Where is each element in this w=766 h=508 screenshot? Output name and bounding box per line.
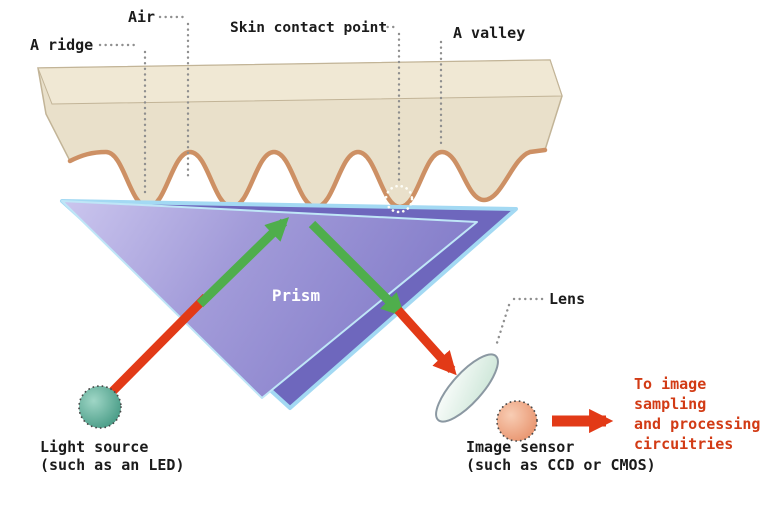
image-sensor-label-line2: (such as CCD or CMOS)	[466, 456, 656, 474]
incident-beam-red	[100, 293, 210, 404]
image-sensor-label-line1: Image sensor	[466, 438, 574, 456]
lens-label: Lens	[549, 290, 585, 308]
exit-beam-red	[394, 306, 457, 376]
prism-front-face	[61, 200, 478, 399]
light-source-label-line2: (such as an LED)	[40, 456, 185, 474]
prism-label: Prism	[272, 286, 321, 305]
image-sensor-dot	[496, 400, 538, 442]
lens-ellipse	[435, 353, 499, 423]
valley-label: A valley	[453, 24, 525, 42]
output-label-line2: sampling	[634, 395, 706, 413]
ridge-label: A ridge	[30, 36, 93, 54]
skin-contact-leader	[380, 25, 401, 184]
skin-contact-circle	[384, 184, 414, 214]
light-source-label-line1: Light source	[40, 438, 148, 456]
reflected-beam-green-up	[196, 217, 290, 308]
skin-contact-label: Skin contact point	[230, 20, 387, 36]
output-label-line3: and processing	[634, 415, 760, 433]
lens-leader	[494, 297, 545, 348]
output-label-line1: To image	[634, 375, 706, 393]
finger-top-face	[37, 59, 563, 105]
air-leader	[158, 15, 190, 180]
ridge-leader	[98, 43, 147, 195]
output-label-line4: circuitries	[634, 435, 733, 453]
light-source-dot	[78, 385, 122, 429]
air-label: Air	[128, 8, 155, 26]
reflected-beam-green-down	[308, 220, 405, 317]
